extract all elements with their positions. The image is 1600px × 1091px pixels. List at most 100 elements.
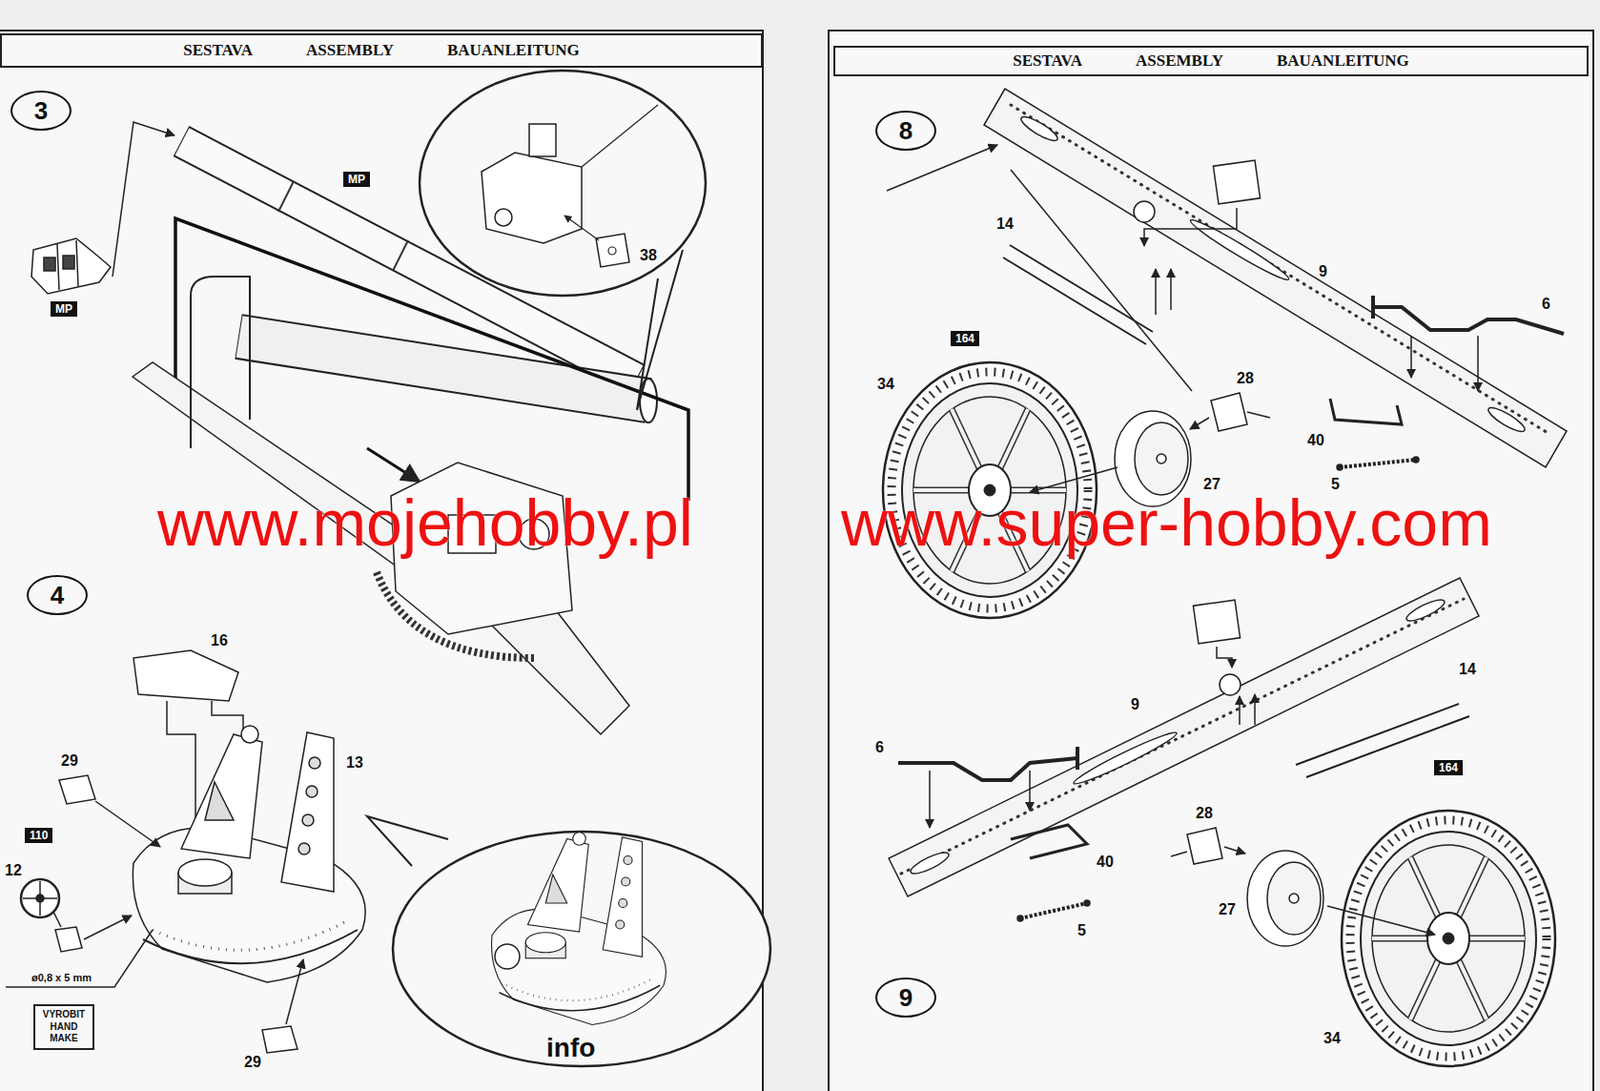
callout-number: 12 [4, 861, 22, 881]
part-tag: 164 [950, 330, 980, 347]
line-art [1189, 417, 1210, 430]
line-art [43, 257, 56, 271]
line-art [1330, 398, 1402, 425]
header-text: BAUANLEITUNG [447, 41, 580, 61]
line-art [1192, 599, 1240, 644]
line-art [62, 255, 75, 269]
node-text: 164 [1438, 760, 1458, 775]
line-art [1413, 456, 1419, 463]
line-art [1170, 851, 1188, 857]
line-art [367, 816, 449, 866]
line-art [308, 757, 321, 769]
dimension-label: ø0,8 x 5 mm [31, 970, 92, 985]
line-art [392, 831, 771, 1067]
line-art [639, 378, 657, 423]
line-art [298, 842, 310, 855]
line-art [928, 770, 931, 828]
line-art [262, 1025, 298, 1053]
line-art [1156, 453, 1167, 464]
line-art [1341, 810, 1556, 1067]
line-art [1003, 257, 1147, 345]
callout-number: 13 [346, 753, 364, 773]
node-text: 9 [899, 983, 913, 1013]
watermark: www.mojehobby.pl [157, 488, 694, 557]
line-art [281, 732, 334, 892]
part-tag: 110 [24, 827, 53, 843]
line-art [581, 104, 658, 167]
step-number: 4 [26, 574, 88, 616]
line-art [286, 959, 304, 1025]
line-art [1134, 422, 1189, 495]
step-number: 8 [875, 110, 937, 151]
line-art [1267, 861, 1321, 935]
part-tag: 164 [1434, 759, 1463, 776]
header-band: SESTAVAASSEMBLYBAUANLEITUNG [0, 33, 763, 68]
line-art [886, 144, 998, 191]
line-art [1247, 411, 1271, 418]
part-29 [59, 775, 304, 1053]
line-art [1247, 850, 1324, 946]
line-art [1295, 703, 1459, 765]
line-art [1154, 268, 1157, 315]
line-art [57, 244, 60, 290]
line-art [205, 781, 234, 821]
callout-number: 6 [875, 738, 884, 758]
line-art [1187, 215, 1292, 285]
header-band: SESTAVAASSEMBLYBAUANLEITUNG [833, 45, 1589, 77]
line-art [529, 123, 556, 157]
page-frames [0, 30, 1594, 1091]
line-art [1084, 900, 1090, 906]
line-art [1212, 160, 1260, 205]
line-art [492, 832, 667, 1026]
line-art [1018, 113, 1061, 145]
callout-number: 27 [1203, 474, 1221, 494]
callout-number: 5 [1077, 921, 1087, 941]
node-text: 110 [29, 828, 48, 842]
node-text: VYROBIT HAND MAKE [42, 1008, 85, 1044]
line-art [302, 814, 314, 826]
line-art [1075, 746, 1080, 770]
line-art [152, 920, 349, 950]
header-text: ASSEMBLY [1135, 51, 1224, 71]
line-art [1336, 464, 1343, 471]
callout-number: 27 [1218, 900, 1236, 920]
line-art [95, 800, 161, 847]
muzzle-brake [31, 238, 111, 294]
line-art [1371, 295, 1375, 319]
node-text: 4 [50, 580, 64, 611]
line-art [494, 943, 520, 969]
line-art [419, 70, 706, 296]
line-art [31, 238, 111, 294]
line-art [1010, 169, 1192, 391]
line-art [1410, 335, 1413, 378]
line-art [83, 915, 132, 940]
line-art [1017, 915, 1024, 922]
part-tag: MP [343, 171, 370, 187]
line-art [1224, 846, 1246, 854]
line-art [190, 276, 250, 449]
node-text: 164 [955, 331, 975, 346]
line-art [1187, 827, 1223, 864]
line-art [1339, 459, 1416, 468]
line-art [1144, 207, 1237, 247]
line-art [55, 926, 83, 952]
line-art [1253, 694, 1256, 725]
line-art [238, 336, 649, 401]
line-art [1020, 902, 1088, 919]
watermark: www.super-hobby.com [841, 488, 1493, 557]
info-label: info [542, 1033, 599, 1063]
line-art [1010, 104, 1550, 434]
line-art [828, 30, 1594, 1091]
callout-number: 40 [1307, 430, 1325, 451]
line-art [143, 929, 358, 964]
callout-number: 9 [1130, 695, 1140, 715]
hand-make-box: VYROBIT HAND MAKE [33, 1004, 95, 1050]
line-art [53, 911, 62, 927]
line-art [278, 181, 294, 212]
line-art [239, 336, 648, 401]
line-art [564, 215, 599, 241]
assembly-arrow [367, 448, 420, 482]
callout-number: 5 [1331, 474, 1340, 494]
callout-number: 38 [639, 246, 657, 266]
